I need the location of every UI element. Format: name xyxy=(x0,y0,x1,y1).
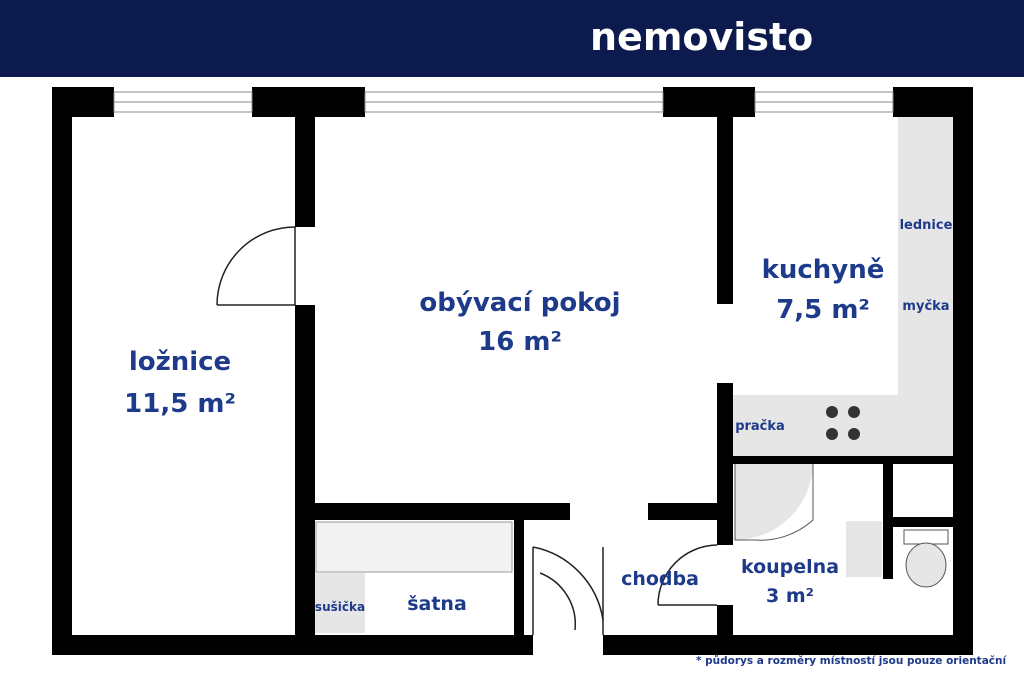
wardrobe-hangers xyxy=(315,521,513,573)
room-label-loznice: ložnice xyxy=(129,347,231,377)
fixture-label-lednice: lednice xyxy=(900,218,953,233)
room-area-koupelna: 3 m² xyxy=(766,585,814,607)
floor-plan: ložnice 11,5 m² obývací pokoj 16 m² kuch… xyxy=(52,87,973,655)
brand-logo: nemovisto xyxy=(590,15,814,59)
room-label-koupelna: koupelna xyxy=(741,556,839,578)
bathroom-sink xyxy=(846,521,882,577)
room-label-obyvaci-pokoj: obývací pokoj xyxy=(419,288,620,318)
fixture-label-susicka: sušička xyxy=(315,600,365,614)
room-label-chodba: chodba xyxy=(621,568,699,590)
dryer-unit xyxy=(315,573,365,633)
disclaimer-footnote: * půdorys a rozměry místností jsou pouze… xyxy=(696,655,1007,667)
room-label-satna: šatna xyxy=(407,593,467,615)
room-area-obyvaci-pokoj: 16 m² xyxy=(478,327,562,357)
kitchen-counter xyxy=(733,117,953,462)
room-area-kuchyne: 7,5 m² xyxy=(776,295,870,325)
toilet-icon xyxy=(903,529,949,588)
windows xyxy=(113,91,894,113)
walls xyxy=(52,87,973,655)
fixture-label-pracka: pračka xyxy=(735,419,785,434)
doors xyxy=(216,226,718,635)
shower-icon xyxy=(734,461,814,541)
fixture-label-mycka: myčka xyxy=(902,299,949,314)
room-label-kuchyne: kuchyně xyxy=(762,255,885,285)
stove-icon xyxy=(826,406,860,440)
room-area-loznice: 11,5 m² xyxy=(124,389,236,419)
header-bar: nemovisto xyxy=(0,0,1024,77)
